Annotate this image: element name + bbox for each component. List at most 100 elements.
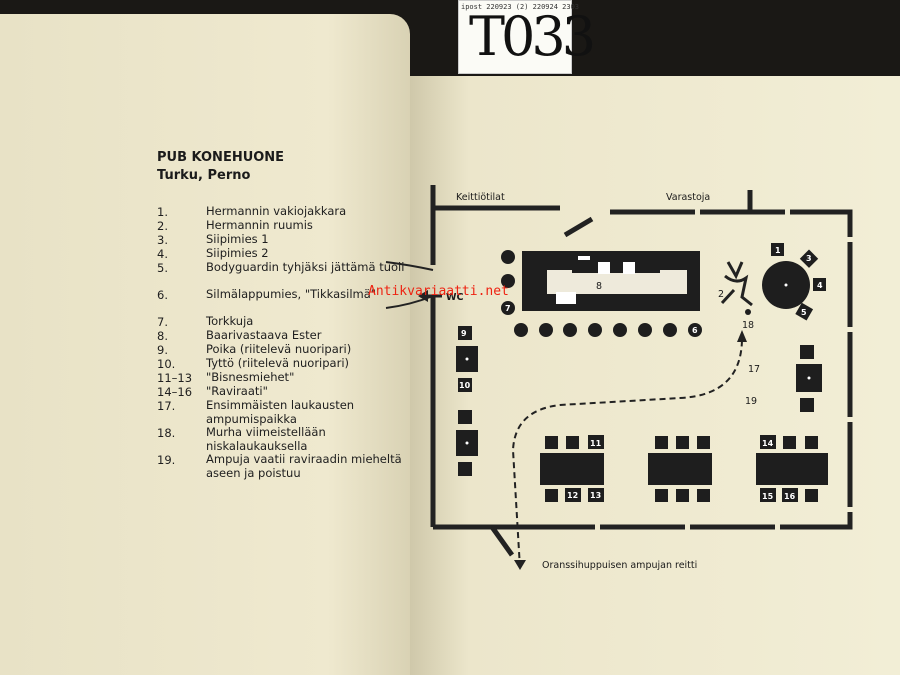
marker-3: 3 [806, 254, 812, 263]
legend-number: 10. [157, 357, 176, 371]
legend-text: Siipimies 2 [206, 246, 269, 260]
legend-item: 1. Hermannin vakiojakkara [157, 204, 407, 219]
marker-16: 16 [784, 492, 796, 501]
chair-3 [799, 249, 819, 268]
marker-17: 17 [748, 364, 760, 375]
legend-text: Tyttö (riitelevä nuoripari) [206, 356, 350, 370]
marker-7-circle [501, 301, 515, 315]
marker-1: 1 [775, 246, 781, 255]
label-wc: WC [446, 292, 463, 303]
legend-item: 19. Ampuja vaatii raviraadin mieheltä ase… [157, 452, 407, 480]
marker-9: 9 [461, 329, 467, 338]
legend-item: 6. Silmälappumies, "Tikkasilmä" [157, 287, 407, 315]
marker-11: 11 [590, 439, 602, 448]
bar-counter [522, 251, 700, 311]
legend-number: 6. [157, 288, 168, 302]
legend-text: Murha viimeistellään niskalaukauksella [206, 425, 326, 453]
legend-number: 17. [157, 399, 176, 413]
marker-15: 15 [762, 492, 774, 501]
legend-item: 3. Siipimies 1 [157, 232, 407, 247]
wc-arrow [418, 290, 442, 302]
legend-item: 2. Hermannin ruumis [157, 218, 407, 233]
bar-stool [514, 323, 528, 337]
shooter-route [511, 337, 743, 569]
round-table-dot [784, 283, 788, 287]
watermark: Antikvariaatti.net [368, 284, 509, 299]
label-varastoja: Varastoja [666, 192, 710, 203]
page-title: PUB KONEHUONE [157, 150, 285, 165]
legend-item: 7. Torkkuja [157, 314, 407, 329]
table-right [796, 345, 822, 412]
table-dot [807, 376, 811, 380]
marker-19: 19 [745, 396, 757, 407]
bar-stools [501, 250, 677, 337]
table-dot [465, 441, 469, 445]
marker-6: 6 [692, 326, 698, 335]
tag-handwriting: T033 [469, 5, 596, 68]
legend-text: Siipimies 1 [206, 232, 269, 246]
legend-item: 5. Bodyguardin tyhjäksi jättämä tuoli [157, 260, 407, 288]
legend-number: 1. [157, 205, 168, 219]
legend-number: 11–13 [157, 371, 193, 385]
marker-2: 2 [718, 289, 724, 300]
legend-item: 10. Tyttö (riitelevä nuoripari) [157, 356, 407, 371]
legend-item: 17. Ensimmäisten laukausten ampumispaikka [157, 398, 407, 426]
legend-text: Hermannin vakiojakkara [206, 204, 347, 218]
marker-5: 5 [801, 308, 807, 317]
legend-text: Torkkuja [206, 314, 254, 328]
legend-text: Hermannin ruumis [206, 218, 313, 232]
marker-1-stool [745, 309, 751, 315]
chair-4 [813, 278, 826, 291]
legend-item: 8. Baarivastaava Ester [157, 328, 407, 343]
legend-list: 1. Hermannin vakiojakkara 2. Hermannin ruu… [157, 204, 407, 480]
legend-item: 11–13 "Bisnesmiehet" [157, 370, 407, 385]
legend-text: Ampuja vaatii raviraadin mieheltä aseen … [206, 452, 402, 480]
legend-number: 3. [157, 233, 168, 247]
marker-13: 13 [590, 491, 601, 500]
legend-number: 9. [157, 343, 168, 357]
table-dot [465, 357, 469, 361]
chair-5 [795, 302, 814, 321]
legend-number: 7. [157, 315, 168, 329]
marker-12: 12 [567, 491, 578, 500]
page-subtitle: Turku, Perno [157, 168, 251, 183]
legend-item: 9. Poika (riitelevä nuoripari) [157, 342, 407, 357]
legend-text: "Bisnesmiehet" [206, 370, 295, 384]
legend-item: 4. Siipimies 2 [157, 246, 407, 261]
body-figure [720, 261, 753, 307]
legend-number: 19. [157, 453, 176, 467]
legend-text: Silmälappumies, "Tikkasilmä" [206, 287, 377, 301]
legend-number: 14–16 [157, 385, 193, 399]
price-tag: ipost 220923 (2) 220924 2303 T033 [458, 0, 596, 74]
route-label: Oranssihuppuisen ampujan reitti [542, 560, 697, 571]
legend-text: Bodyguardin tyhjäksi jättämä tuoli [206, 260, 405, 274]
tag-print: ipost 220923 (2) 220924 2303 [461, 3, 580, 11]
table-businessmen [540, 435, 604, 502]
legend-text: Poika (riitelevä nuoripari) [206, 342, 352, 356]
chair-1 [771, 243, 784, 256]
marker-18: 18 [742, 320, 754, 331]
marker-10: 10 [459, 381, 471, 390]
route-arrow-down [514, 560, 526, 570]
legend-item: 18. Murha viimeistellään niskalaukauksell… [157, 425, 407, 453]
label-keittiotilat: Keittiötilat [456, 192, 505, 203]
legend-number: 5. [157, 261, 168, 275]
marker-7: 7 [505, 304, 511, 313]
table-middle [648, 436, 712, 502]
marker-14: 14 [762, 439, 774, 448]
left-page [0, 14, 410, 675]
legend-number: 2. [157, 219, 168, 233]
marker-6-circle [688, 323, 702, 337]
legend-number: 4. [157, 247, 168, 261]
marker-4: 4 [817, 281, 823, 290]
legend-text: Baarivastaava Ester [206, 328, 322, 342]
route-arrow-up [737, 330, 747, 342]
marker-8: 8 [596, 281, 602, 292]
legend-number: 18. [157, 426, 176, 440]
legend-text: Ensimmäisten laukausten ampumispaikka [206, 398, 355, 426]
legend-number: 8. [157, 329, 168, 343]
legend-item: 14–16 "Raviraati" [157, 384, 407, 399]
legend-text: "Raviraati" [206, 384, 268, 398]
walls [430, 185, 853, 557]
